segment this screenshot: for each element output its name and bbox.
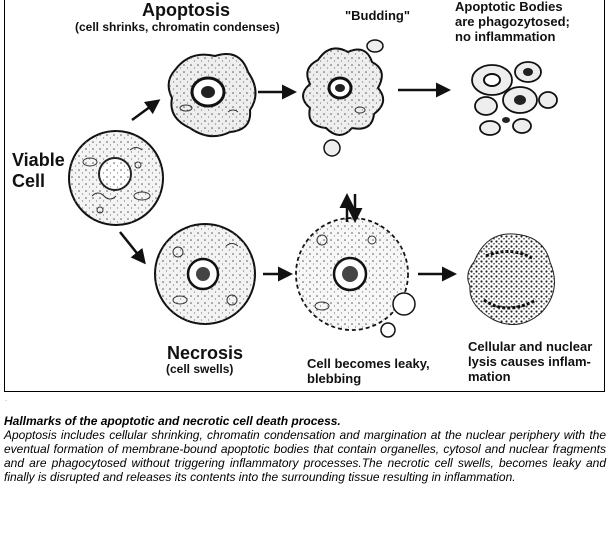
stray-mark: . bbox=[5, 394, 8, 403]
caption-body: Apoptosis includes cellular shrinking, c… bbox=[4, 428, 606, 484]
necrotic-swollen-cell bbox=[154, 223, 256, 325]
label-leaky-blebbing: Cell becomes leaky, blebbing bbox=[307, 356, 430, 386]
label-apoptosis-subtitle: (cell shrinks, chromatin condenses) bbox=[75, 20, 280, 34]
apoptotic-shrunken-cell bbox=[167, 53, 257, 138]
label-apoptosis-title: Apoptosis bbox=[142, 0, 230, 20]
label-necrosis-title: Necrosis bbox=[167, 343, 244, 363]
label-lysis-inflammation: Cellular and nuclear lysis causes inflam… bbox=[468, 339, 593, 384]
label-viable-cell: Viable Cell bbox=[12, 150, 65, 191]
apoptotic-bodies bbox=[471, 61, 558, 136]
viable-cell bbox=[68, 130, 164, 226]
lysed-cell bbox=[467, 233, 555, 325]
label-apoptotic-bodies: Apoptotic Bodies are phagozytosed; no in… bbox=[455, 0, 570, 44]
leaky-blebbing-cell bbox=[295, 193, 416, 338]
cell-death-diagram bbox=[68, 39, 558, 338]
label-necrosis-subtitle: (cell swells) bbox=[166, 362, 234, 376]
arrow-viable-to-necrosis bbox=[119, 231, 146, 265]
figure-caption: Hallmarks of the apoptotic and necrotic … bbox=[4, 414, 606, 484]
caption-title: Hallmarks of the apoptotic and necrotic … bbox=[4, 414, 341, 428]
budding-cell bbox=[302, 39, 385, 157]
label-budding: "Budding" bbox=[345, 8, 411, 23]
arrow-viable-to-apoptosis bbox=[131, 99, 161, 122]
